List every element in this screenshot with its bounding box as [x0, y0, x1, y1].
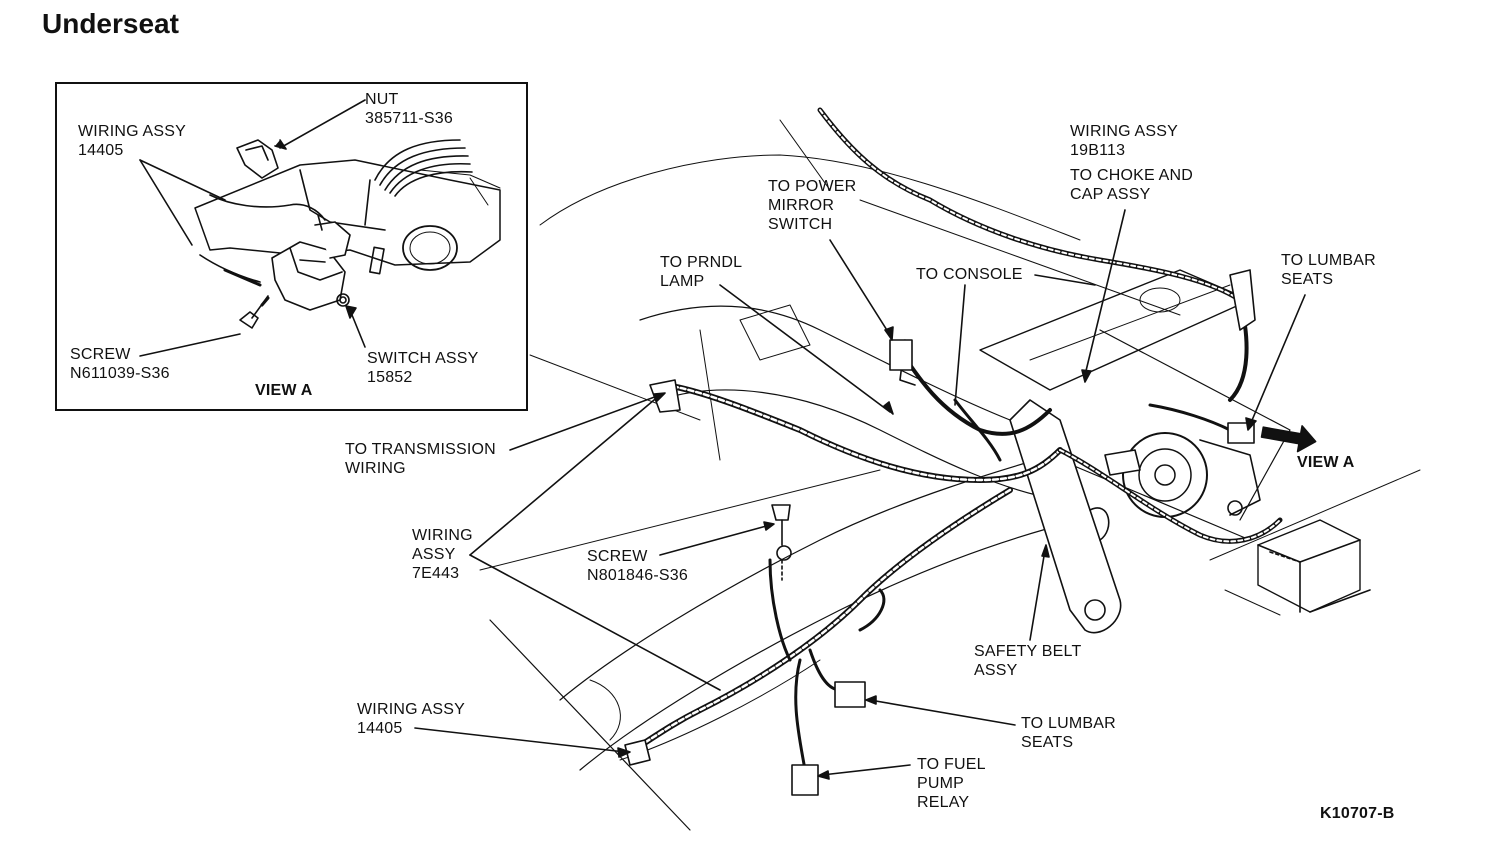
- inset-drawing: [139, 99, 501, 357]
- view-a-inset-frame: [55, 82, 528, 411]
- main-drawing: [414, 107, 1421, 831]
- page-title: Underseat: [42, 8, 179, 39]
- figure-id: K10707-B: [1320, 805, 1395, 822]
- label-console: TO CONSOLE: [916, 266, 1023, 283]
- label-view-a-main: VIEW A: [1297, 454, 1355, 471]
- label-view-a-inset: VIEW A: [255, 382, 313, 399]
